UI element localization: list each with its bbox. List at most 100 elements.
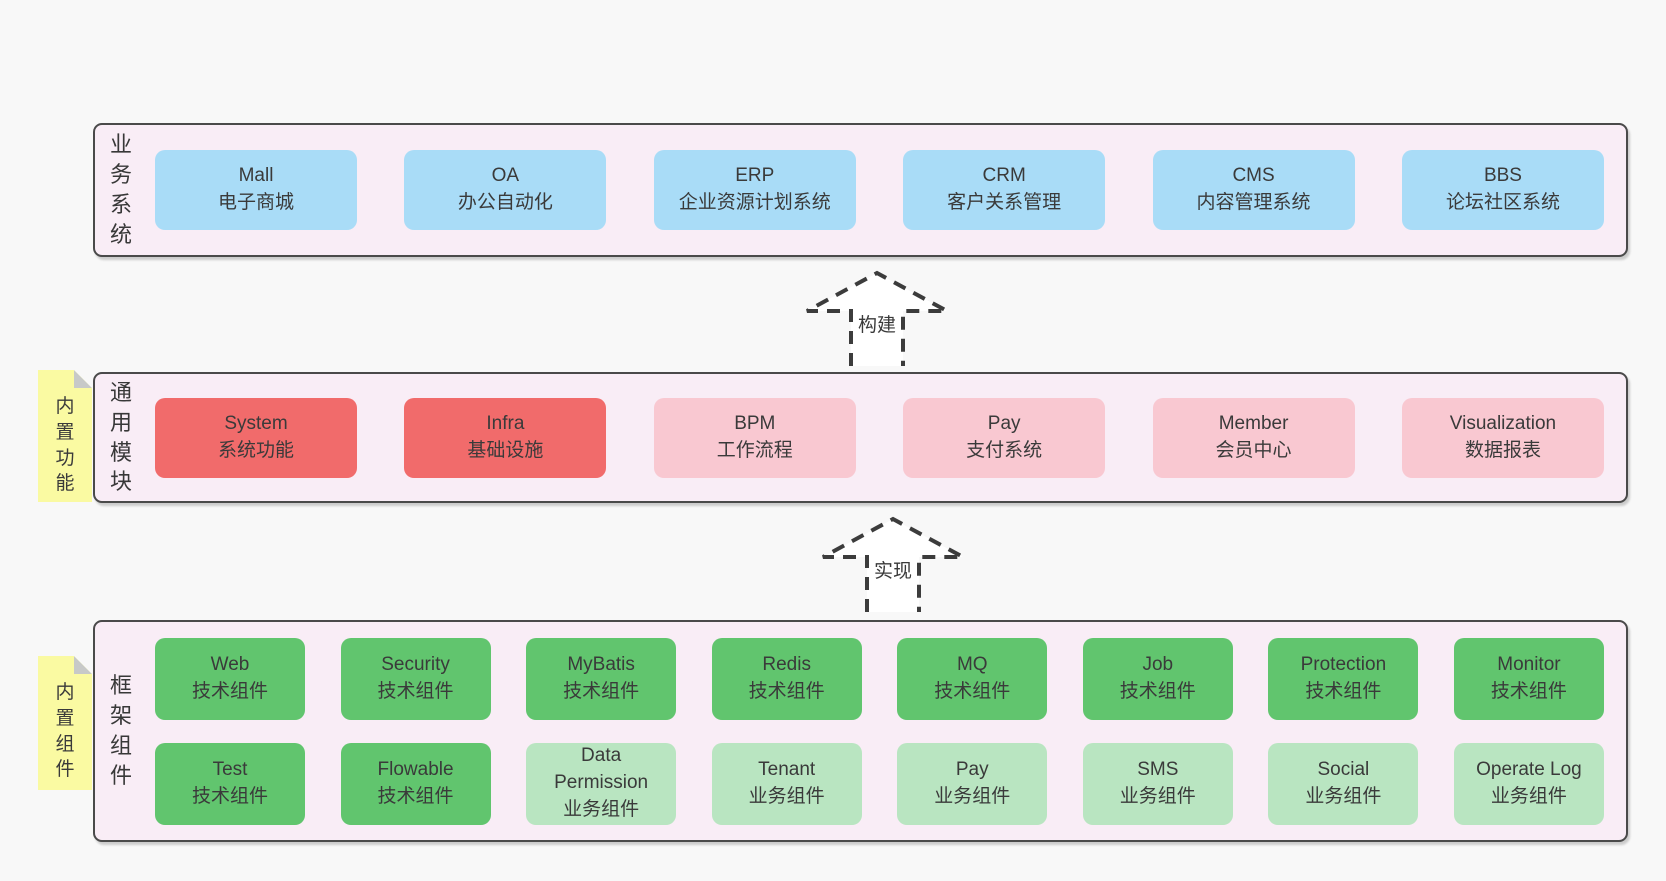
box-name: Protection <box>1300 653 1387 675</box>
component-monitor: Monitor 技术组件 <box>1453 637 1604 720</box>
module-bbs: BBS 论坛社区系统 <box>1401 150 1604 230</box>
box-desc: 技术组件 <box>377 785 454 807</box>
box-name: Data Permission <box>554 745 649 794</box>
box-desc: 技术组件 <box>748 680 825 702</box>
box-desc: 业务组件 <box>563 798 640 820</box>
section-label-text: 框 架 组 件 <box>109 673 132 788</box>
box-name: Pay <box>987 412 1021 434</box>
box-desc: 办公自动化 <box>457 192 553 213</box>
implement-arrow: 实现 <box>821 516 965 614</box>
component-mybatis: MyBatis 技术组件 <box>526 637 677 720</box>
box-desc: 论坛社区系统 <box>1445 192 1560 213</box>
module-erp: ERP 企业资源计划系统 <box>653 150 856 230</box>
sticky-note-built-in-components: 内 置 组 件 <box>38 656 92 790</box>
box-name: CRM <box>982 165 1026 187</box>
component-web: Web 技术组件 <box>155 637 305 720</box>
box-name: Member <box>1218 412 1289 434</box>
business-systems-label: 业 务 系 统 <box>95 130 147 250</box>
box-desc: 数据报表 <box>1464 439 1541 461</box>
module-crm: CRM 客户关系管理 <box>903 150 1106 230</box>
section-label-text: 业 务 系 统 <box>109 132 132 247</box>
box-name: OA <box>491 165 520 187</box>
box-desc: 技术组件 <box>1305 680 1382 702</box>
box-desc: 支付系统 <box>966 439 1043 461</box>
module-infra: Infra 基础设施 <box>404 397 607 478</box>
box-name: Tenant <box>758 758 816 780</box>
implement-arrow-label: 实现 <box>870 556 916 583</box>
box-name: Infra <box>486 412 525 434</box>
box-desc: 技术组件 <box>377 680 454 702</box>
framework-row-1: Web 技术组件 Security 技术组件 MyBatis 技术组件 Redi… <box>155 637 1604 720</box>
box-name: Social <box>1317 758 1370 780</box>
box-name: CMS <box>1232 165 1275 187</box>
note-label: 内 置 功 能 <box>55 396 75 495</box>
component-redis: Redis 技术组件 <box>711 637 862 720</box>
box-name: Operate Log <box>1476 758 1582 780</box>
box-desc: 业务组件 <box>1305 785 1382 807</box>
module-member: Member 会员中心 <box>1152 397 1355 478</box>
box-name: MyBatis <box>567 653 635 675</box>
component-test: Test 技术组件 <box>155 742 305 825</box>
box-desc: 技术组件 <box>191 785 268 807</box>
section-business-systems: 业 务 系 统 Mall 电子商城 OA 办公自动化 ERP 企业资源计划系统 … <box>93 123 1628 257</box>
box-name: Mall <box>238 165 274 187</box>
box-desc: 客户关系管理 <box>947 192 1062 213</box>
box-desc: 业务组件 <box>1119 785 1196 807</box>
sticky-note-built-in-features: 内 置 功 能 <box>38 370 92 502</box>
component-mq: MQ 技术组件 <box>897 637 1048 720</box>
box-desc: 技术组件 <box>1119 680 1196 702</box>
section-label-text: 通 用 模 块 <box>109 379 132 495</box>
box-name: Pay <box>955 758 989 780</box>
business-systems-row: Mall 电子商城 OA 办公自动化 ERP 企业资源计划系统 CRM 客户关系… <box>147 150 1626 230</box>
component-pay: Pay 业务组件 <box>897 742 1048 825</box>
box-name: Test <box>212 758 248 780</box>
module-mall: Mall 电子商城 <box>155 150 357 230</box>
box-desc: 电子商城 <box>217 192 294 213</box>
module-bpm: BPM 工作流程 <box>653 397 856 478</box>
box-desc: 技术组件 <box>563 680 640 702</box>
box-name: Flowable <box>377 758 454 780</box>
build-arrow: 构建 <box>805 270 949 368</box>
module-visualization: Visualization 数据报表 <box>1401 397 1604 478</box>
section-framework-components: 框 架 组 件 Web 技术组件 Security 技术组件 MyBatis 技… <box>93 620 1628 842</box>
framework-components-rows: Web 技术组件 Security 技术组件 MyBatis 技术组件 Redi… <box>147 637 1626 825</box>
module-oa: OA 办公自动化 <box>404 150 607 230</box>
box-name: Monitor <box>1497 653 1561 675</box>
box-name: Security <box>381 653 450 675</box>
box-name: Web <box>210 653 250 675</box>
component-security: Security 技术组件 <box>340 637 491 720</box>
common-modules-label: 通 用 模 块 <box>95 378 147 498</box>
framework-components-label: 框 架 组 件 <box>95 671 147 791</box>
component-social: Social 业务组件 <box>1268 742 1419 825</box>
box-name: System <box>224 412 288 434</box>
common-modules-row: System 系统功能 Infra 基础设施 BPM 工作流程 Pay 支付系统… <box>147 397 1626 478</box>
box-desc: 企业资源计划系统 <box>678 192 831 213</box>
component-flowable: Flowable 技术组件 <box>340 742 491 825</box>
box-desc: 基础设施 <box>467 439 544 461</box>
box-desc: 业务组件 <box>934 785 1011 807</box>
build-arrow-label: 构建 <box>854 310 900 337</box>
note-label: 内 置 组 件 <box>55 682 75 781</box>
box-name: SMS <box>1137 758 1179 780</box>
box-desc: 系统功能 <box>217 439 294 461</box>
component-job: Job 技术组件 <box>1082 637 1233 720</box>
module-pay: Pay 支付系统 <box>903 397 1106 478</box>
box-desc: 内容管理系统 <box>1196 192 1311 213</box>
component-tenant: Tenant 业务组件 <box>711 742 862 825</box>
module-cms: CMS 内容管理系统 <box>1152 150 1355 230</box>
box-name: MQ <box>956 653 988 675</box>
box-name: BPM <box>734 412 776 434</box>
box-desc: 业务组件 <box>748 785 825 807</box>
box-desc: 技术组件 <box>934 680 1011 702</box>
framework-row-2: Test 技术组件 Flowable 技术组件 Data Permission … <box>155 742 1604 825</box>
component-operate-log: Operate Log 业务组件 <box>1453 742 1604 825</box>
box-desc: 工作流程 <box>716 439 793 461</box>
component-data-permission: Data Permission 业务组件 <box>526 742 677 825</box>
component-protection: Protection 技术组件 <box>1268 637 1419 720</box>
box-desc: 业务组件 <box>1490 785 1567 807</box>
box-name: Visualization <box>1449 412 1557 434</box>
box-desc: 技术组件 <box>191 680 268 702</box>
box-desc: 会员中心 <box>1215 439 1292 461</box>
box-name: Job <box>1142 653 1174 675</box>
